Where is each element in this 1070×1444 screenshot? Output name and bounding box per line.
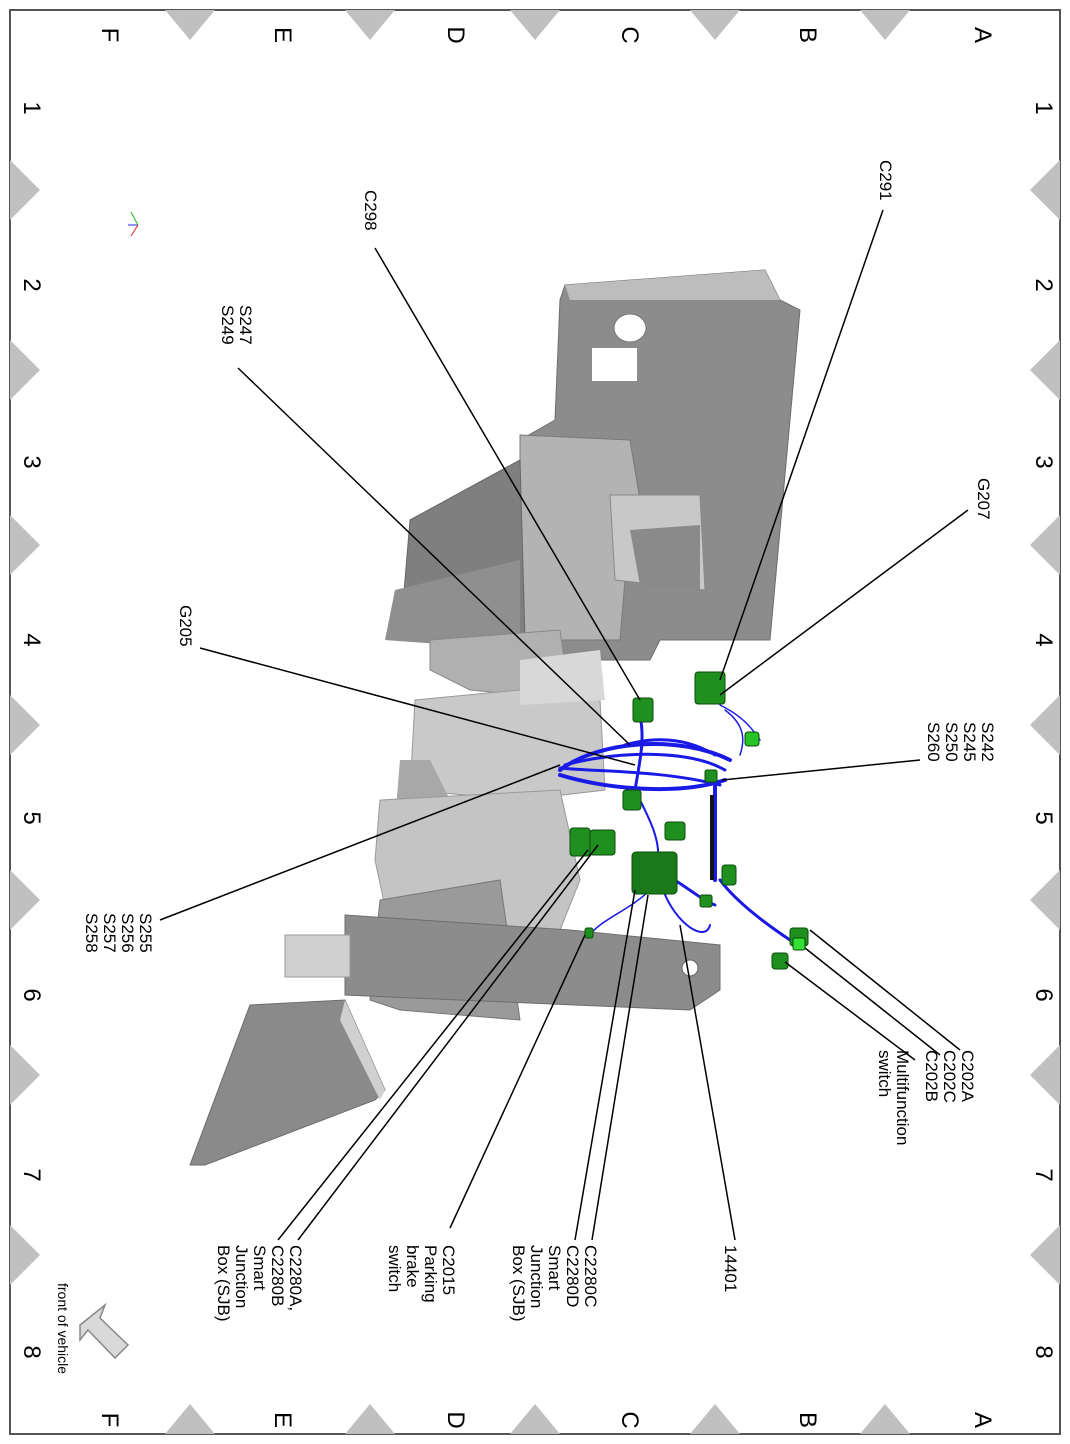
label-s242: S242: [978, 722, 997, 762]
grid-row-bottom-e: E: [269, 1412, 296, 1428]
label-g205: G205: [176, 605, 195, 647]
grid-columns-right: 1 2 3 4 5 6 7 8: [1030, 101, 1057, 1358]
grid-col-right-6: 6: [1030, 988, 1057, 1001]
label-s249: S249: [218, 305, 237, 345]
label-s247: S247: [236, 305, 255, 345]
label-s250: S250: [942, 722, 961, 762]
grid-col-right-3: 3: [1030, 455, 1057, 468]
grid-col-right-1: 1: [1030, 101, 1057, 114]
label-smart-2: Smart: [250, 1245, 269, 1291]
grid-row-top-b: B: [794, 27, 821, 43]
grid-col-left-7: 7: [18, 1168, 45, 1181]
label-c2280d: C2280D: [563, 1245, 582, 1307]
label-c2280b: C2280B: [268, 1245, 287, 1306]
label-c291: C291: [876, 160, 895, 201]
label-s258: S258: [82, 913, 101, 953]
label-brake-switch: switch: [385, 1245, 404, 1292]
grid-rows-bottom: A B C D E F: [96, 1411, 996, 1428]
front-of-vehicle-label: front of vehicle: [55, 1283, 71, 1374]
grid-row-bottom-f: F: [96, 1413, 123, 1428]
vehicle-body-panels: [189, 269, 801, 1166]
label-s256: S256: [118, 913, 137, 953]
label-smart-1: Smart: [545, 1245, 564, 1291]
callout-labels: C291 C298 S247 S249 G205 S255 S256 S257 …: [82, 160, 997, 1322]
label-box-sjb-2: Box (SJB): [214, 1245, 233, 1322]
label-c2280c: C2280C: [581, 1245, 600, 1307]
label-brake: brake: [403, 1245, 422, 1288]
border-markers: [10, 10, 1060, 1434]
label-parking: Parking: [421, 1245, 440, 1303]
label-c202b: C202B: [922, 1050, 941, 1102]
grid-col-left-2: 2: [18, 278, 45, 291]
grid-row-top-c: C: [616, 26, 643, 43]
grid-row-top-a: A: [969, 27, 996, 43]
label-c298: C298: [361, 190, 380, 231]
grid-row-top-d: D: [442, 26, 469, 43]
label-c2015: C2015: [439, 1245, 458, 1295]
label-s245: S245: [960, 722, 979, 762]
label-junction-2: Junction: [232, 1245, 251, 1308]
label-14401: 14401: [721, 1245, 740, 1292]
grid-row-bottom-c: C: [616, 1411, 643, 1428]
label-multifunction: Multifunction: [893, 1050, 912, 1145]
label-junction-1: Junction: [527, 1245, 546, 1308]
label-switch: switch: [875, 1050, 894, 1097]
grid-rows-top: A B C D E F: [96, 26, 996, 43]
grid-col-left-5: 5: [18, 811, 45, 824]
grid-row-top-f: F: [96, 28, 123, 43]
label-c202c: C202C: [940, 1050, 959, 1103]
grid-columns-left: 1 2 3 4 5 6 7 8: [18, 101, 45, 1358]
grid-row-bottom-d: D: [442, 1411, 469, 1428]
grid-col-left-3: 3: [18, 455, 45, 468]
grid-row-bottom-a: A: [969, 1412, 996, 1428]
grid-col-left-4: 4: [18, 633, 45, 646]
grid-row-bottom-b: B: [794, 1412, 821, 1428]
grid-col-left-1: 1: [18, 101, 45, 114]
leader-lines: [159, 209, 969, 1241]
label-s255: S255: [136, 913, 155, 953]
grid-col-right-4: 4: [1030, 633, 1057, 646]
grid-row-top-e: E: [269, 27, 296, 43]
grid-col-right-8: 8: [1030, 1345, 1057, 1358]
grid-col-left-8: 8: [18, 1345, 45, 1358]
label-g207: G207: [974, 478, 993, 520]
label-c202a: C202A: [958, 1050, 977, 1103]
grid-col-right-2: 2: [1030, 278, 1057, 291]
connectors: [569, 671, 809, 970]
grid-col-left-6: 6: [18, 988, 45, 1001]
label-s260: S260: [924, 722, 943, 762]
axis-triad-icon: [128, 211, 139, 237]
label-box-sjb-1: Box (SJB): [509, 1245, 528, 1322]
grid-col-right-5: 5: [1030, 811, 1057, 824]
front-of-vehicle-indicator: front of vehicle: [55, 1283, 130, 1374]
label-c2280a: C2280A,: [286, 1245, 305, 1311]
label-s257: S257: [100, 913, 119, 953]
front-arrow-icon: [79, 1302, 130, 1360]
grid-col-right-7: 7: [1030, 1168, 1057, 1181]
